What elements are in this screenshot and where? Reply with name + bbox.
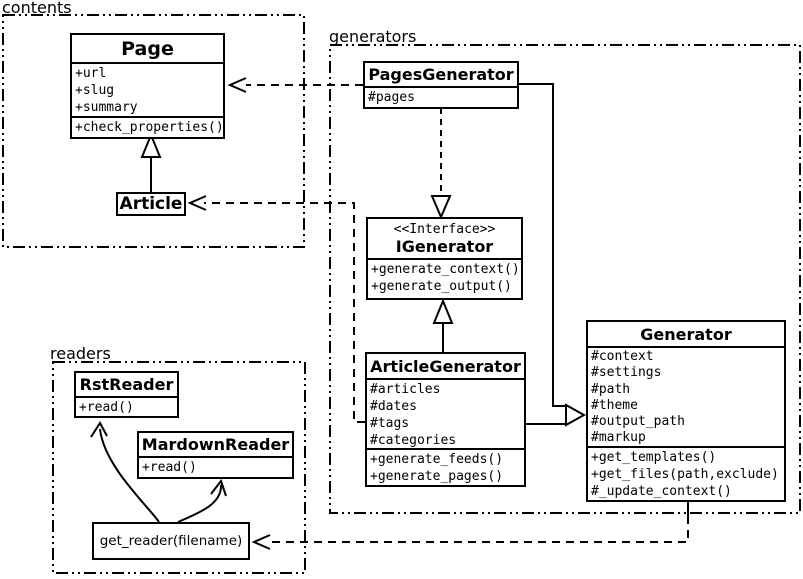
class-attribute: #output_path	[591, 414, 685, 430]
call-arrow-getreader-mardownreader	[177, 484, 223, 523]
class-article-title: Article	[119, 194, 183, 214]
class-attribute: #dates	[370, 399, 417, 414]
class-page-title: Page	[121, 37, 174, 60]
class-generator-title: Generator	[640, 324, 732, 344]
class-page-methods: +check_properties()	[72, 116, 224, 137]
class-attribute: +url	[75, 66, 107, 81]
package-label-generators: generators	[329, 27, 417, 46]
class-method: +get_files(path,exclude)	[591, 467, 779, 482]
realization-arrowhead-igenerator	[430, 195, 452, 220]
class-igenerator-title: IGenerator	[395, 236, 494, 256]
class-mardownreader-title: MardownReader	[141, 435, 290, 454]
package-label-readers: readers	[50, 344, 111, 363]
class-articlegenerator-title: ArticleGenerator	[370, 356, 521, 376]
generalization-arrowhead-igenerator-bottom	[432, 298, 454, 324]
package-border-generators	[329, 44, 801, 514]
class-attribute: #markup	[591, 430, 646, 446]
class-attribute: +summary	[75, 100, 138, 115]
class-rstreader-methods: +read()	[76, 396, 177, 416]
class-igenerator-stereotype: <<Interface>>	[393, 221, 496, 237]
dependency-articlegenerator-article	[204, 202, 365, 423]
class-rstreader: RstReader +read()	[74, 371, 179, 418]
class-rstreader-title: RstReader	[79, 375, 174, 394]
class-generator-attributes: #context #settings #path #theme #output_…	[588, 346, 784, 446]
class-pagesgenerator: PagesGenerator #pages	[363, 61, 519, 109]
class-attribute: #pages	[368, 90, 415, 105]
class-articlegenerator: ArticleGenerator #articles #dates #tags …	[365, 352, 526, 487]
dependency-arrowhead-page	[227, 77, 247, 93]
class-attribute: #theme	[591, 397, 638, 413]
call-arrowhead-rstreader	[90, 421, 108, 438]
dependency-generator-getreader	[268, 516, 689, 543]
class-articlegenerator-methods: +generate_feeds() +generate_pages()	[367, 448, 524, 485]
class-method: +generate_feeds()	[370, 452, 504, 467]
class-pagesgenerator-attributes: #pages	[365, 86, 517, 107]
class-generator: Generator #context #settings #path #them…	[586, 320, 786, 502]
class-mardownreader: MardownReader +read()	[137, 431, 294, 479]
class-attribute: +slug	[75, 83, 115, 98]
class-method: +generate_pages()	[370, 469, 504, 484]
class-mardownreader-methods: +read()	[139, 456, 292, 477]
class-articlegenerator-attributes: #articles #dates #tags #categories	[367, 378, 524, 448]
class-method: +generate_output()	[371, 279, 512, 294]
class-method: +get_templates()	[591, 450, 717, 465]
call-arrow-getreader-rstreader	[99, 428, 160, 523]
class-igenerator-header: <<Interface>> IGenerator	[368, 219, 521, 258]
class-pagesgenerator-title: PagesGenerator	[368, 65, 514, 84]
class-attribute: #path	[591, 381, 631, 397]
class-method: +check_properties()	[75, 120, 224, 135]
class-article: Article	[116, 192, 186, 216]
dependency-arrowhead-getreader	[251, 534, 271, 550]
generalization-arrowhead-generator	[565, 403, 587, 427]
function-get-reader: get_reader(filename)	[92, 522, 250, 560]
class-page: Page +url +slug +summary +check_properti…	[70, 33, 225, 139]
class-igenerator: <<Interface>> IGenerator +generate_conte…	[366, 217, 523, 300]
class-method: #_update_context()	[591, 484, 732, 499]
package-label-contents: contents	[2, 0, 72, 17]
dependency-arrowhead-article	[187, 195, 207, 211]
class-attribute: #context	[591, 349, 654, 364]
class-attribute: #tags	[370, 416, 410, 431]
class-method: +read()	[142, 460, 197, 475]
class-attribute: #categories	[370, 433, 457, 448]
class-igenerator-methods: +generate_context() +generate_output()	[368, 258, 521, 298]
function-get-reader-label: get_reader(filename)	[99, 533, 243, 549]
generalization-arrowhead-page	[140, 132, 162, 158]
package-border-readers	[52, 361, 306, 574]
generalization-pagesgenerator-generator	[519, 83, 566, 407]
class-method: +generate_context()	[371, 262, 520, 277]
class-method: +read()	[79, 400, 134, 415]
class-generator-methods: +get_templates() +get_files(path,exclude…	[588, 446, 784, 500]
class-attribute: #articles	[370, 382, 441, 397]
package-border-contents	[2, 14, 305, 248]
class-page-attributes: +url +slug +summary	[72, 62, 223, 116]
call-arrowhead-mardownreader	[210, 478, 227, 497]
class-attribute: #settings	[591, 365, 662, 381]
